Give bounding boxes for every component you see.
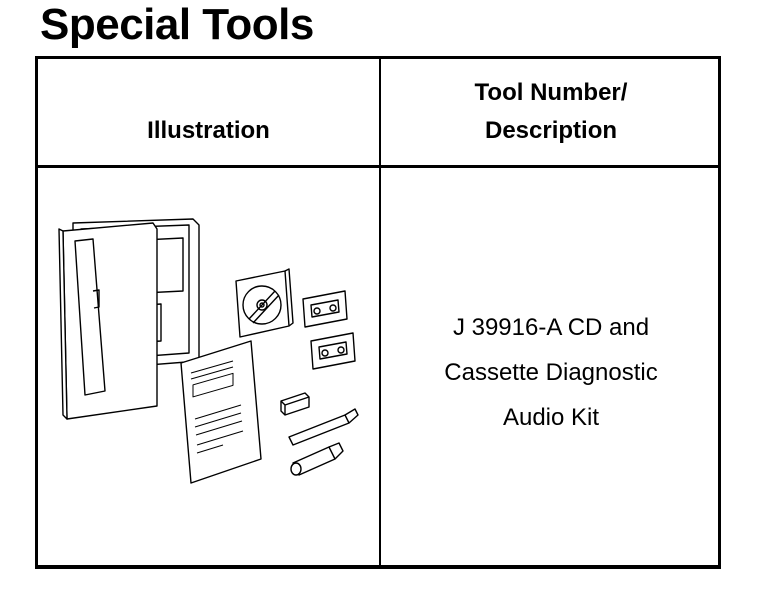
cassette-1-drawing [302, 290, 348, 328]
special-tools-table: Illustration Tool Number/ Description [35, 56, 721, 569]
tool-number-header-line: Tool Number/ [474, 79, 628, 106]
column-divider [379, 59, 381, 565]
manual-document-drawing [180, 340, 262, 484]
marker-drawing [290, 442, 344, 476]
tool-number-description-header: Tool Number/ Description [381, 74, 721, 150]
description-line-2: Cassette Diagnostic [444, 359, 658, 386]
diagnostic-kit-illustration [58, 218, 359, 484]
cd-case-drawing [235, 268, 294, 338]
page-title: Special Tools [40, 0, 314, 49]
illustration-header: Illustration [147, 117, 270, 144]
tool-description: J 39916-A CD and Cassette Diagnostic Aud… [381, 305, 721, 440]
cassette-2-drawing [310, 332, 356, 370]
description-header-line: Description [484, 117, 618, 144]
description-line-1: J 39916-A CD and [452, 314, 650, 341]
description-line-3: Audio Kit [502, 404, 600, 431]
binder-case-drawing [58, 218, 200, 420]
small-block-drawing [280, 392, 310, 416]
probe-pen-drawing [288, 408, 359, 446]
header-row-divider [38, 165, 718, 168]
